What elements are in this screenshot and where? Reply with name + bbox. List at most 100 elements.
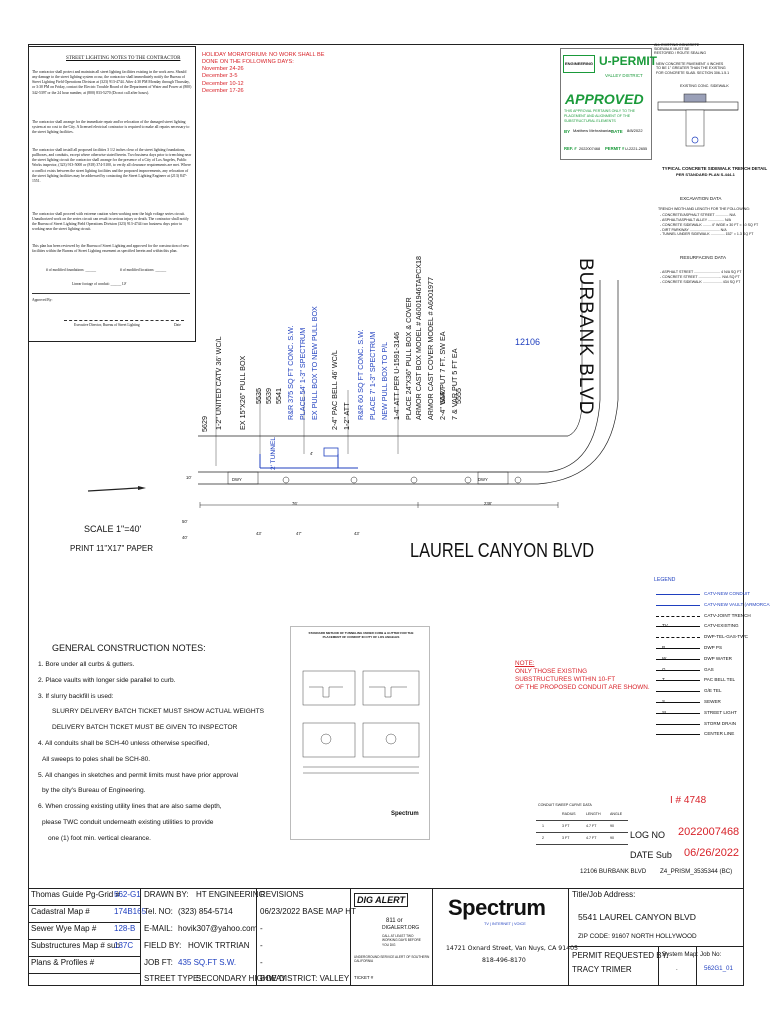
email-value: hovik307@yahoo.com bbox=[178, 924, 258, 933]
title-block-vrule bbox=[696, 946, 697, 986]
curve-table-rule bbox=[536, 820, 628, 821]
plan-callout: NEW PULL BOX TO P/L bbox=[380, 341, 389, 420]
construction-notes-title: GENERAL CONSTRUCTION NOTES: bbox=[52, 643, 206, 653]
approved-by-label: Approved By: bbox=[32, 298, 53, 302]
title-block-vrule bbox=[140, 888, 141, 986]
ref-value: 2022007468 bbox=[579, 147, 601, 151]
title-block-vrule bbox=[658, 946, 659, 986]
street-type-value: SECONDARY HIGHWAY bbox=[196, 974, 286, 983]
legend-label: PAC BELL TEL bbox=[704, 677, 736, 683]
field-by-label: FIELD BY: bbox=[144, 941, 182, 950]
legend-label: CATV-NEW VAULT (ARMORCAST) bbox=[704, 601, 770, 607]
date-value: 8/8/2022 bbox=[627, 128, 643, 133]
existing-sidewalk-label: EXISTING CONC. SIDEWALK bbox=[680, 84, 729, 88]
title-block-top-rule bbox=[28, 888, 744, 889]
dim-4: 4' bbox=[310, 451, 314, 456]
permit-requested-label: PERMIT REQUESTED BY: bbox=[572, 951, 669, 960]
plan-callout: ARMOR CAST BOX MODEL # A6001946TAPCX18 bbox=[414, 255, 423, 420]
title-block-hrule bbox=[28, 905, 140, 906]
dim-76: 76' bbox=[292, 501, 298, 506]
legend-label: CATV-NEW CONDUIT bbox=[704, 591, 751, 596]
sheet-border bbox=[28, 44, 744, 986]
title-job-label: Title/Job Address: bbox=[572, 890, 636, 899]
permit-value: U-2221-2655 bbox=[625, 147, 648, 151]
job-ft-value: 435 SQ.FT S.W. bbox=[178, 958, 237, 967]
i-number: I # 4748 bbox=[670, 795, 707, 806]
notes-paragraph: The contractor shall proceed with extrem… bbox=[32, 212, 189, 232]
construction-note: one (1) foot min. vertical clearance. bbox=[48, 834, 151, 842]
dim-10: 10' bbox=[186, 475, 192, 480]
tunnel-detail-drawing bbox=[302, 670, 420, 774]
ticket-label: TICKET # bbox=[354, 975, 374, 980]
dim-40: 40' bbox=[182, 535, 188, 540]
notes-paragraph: This plan has been reviewed by the Burea… bbox=[32, 244, 189, 254]
job-no-label: Job No: bbox=[700, 951, 722, 958]
job-ft-label: JOB FT: bbox=[144, 958, 173, 967]
revision-row: - bbox=[260, 924, 263, 933]
construction-note: by the city's Bureau of Engineering. bbox=[42, 787, 146, 795]
curve-table-cell: 3 FT bbox=[562, 824, 570, 828]
email-label: E-MAIL: bbox=[144, 924, 173, 933]
legend-line bbox=[656, 669, 700, 671]
construction-note: please TWC conduit underneath existing u… bbox=[42, 819, 214, 826]
notes-paragraph: The contractor shall install all propose… bbox=[32, 148, 192, 183]
date-sub-label: DATE Sub bbox=[630, 850, 672, 860]
dim-43: 43' bbox=[256, 531, 262, 536]
legend-symbol: T bbox=[662, 677, 665, 683]
legend-line bbox=[656, 604, 700, 606]
spectrum-address: 14721 Oxnard Street, Van Nuys, CA 91405 bbox=[446, 945, 578, 952]
title-block-hrule bbox=[568, 946, 744, 947]
signature-line bbox=[64, 320, 184, 321]
job-no-value: 562G1_01 bbox=[704, 965, 733, 972]
system-map-label: System Map: bbox=[662, 951, 699, 958]
trench-detail-subtitle: PER STANDARD PLAN S-444-1 bbox=[676, 172, 735, 177]
legend-symbol: P bbox=[662, 645, 666, 650]
title-block-label: Sewer Wye Map # bbox=[31, 924, 97, 933]
scale-label: SCALE 1"=40' bbox=[84, 524, 142, 534]
plan-callout: EX PULL BOX TO NEW PULL BOX bbox=[310, 306, 319, 420]
plan-callout: R&R 60 SQ FT CONC. S.W. bbox=[356, 329, 365, 420]
legend-label: STORM DRAIN bbox=[704, 720, 737, 726]
revisions-title: REVISIONS bbox=[260, 890, 304, 899]
plan-callout: 7 & VAR PUT 5 FT EA bbox=[450, 348, 459, 421]
legend-label: STREET LIGHT bbox=[704, 709, 737, 715]
title-block-vrule bbox=[568, 888, 569, 986]
spectrum-mini-logo: Spectrum bbox=[391, 811, 419, 817]
foundations-field: # of modified foundations: ______ bbox=[46, 268, 97, 272]
drawn-by-label: DRAWN BY: bbox=[144, 890, 189, 899]
revision-row: 06/23/2022 BASE MAP HT bbox=[260, 907, 356, 916]
approved-title: APPROVED bbox=[565, 91, 644, 107]
construction-note: 3. If slurry backfill is used: bbox=[38, 692, 114, 700]
notes-border bbox=[28, 46, 196, 342]
boe-district: BOE DISTRICT: VALLEY bbox=[260, 974, 350, 983]
date-label: Date bbox=[174, 323, 181, 327]
notes-paragraph: The contractor shall arrange for the imm… bbox=[32, 120, 190, 135]
dim-50: 50' bbox=[182, 519, 188, 524]
construction-note: 4. All conduits shall be SCH-40 unless o… bbox=[38, 740, 210, 747]
date-sub-value: 06/26/2022 bbox=[684, 847, 740, 859]
dim-238: 238' bbox=[484, 501, 492, 506]
conduit-field: Linear footage of conduit: ______ LF bbox=[72, 282, 127, 286]
title-block-vrule bbox=[350, 888, 351, 986]
plan-callout: PLACE 54' 1-3" SPECTRUM bbox=[298, 327, 307, 420]
revision-row: - bbox=[260, 958, 263, 967]
address-number: 12106 bbox=[515, 337, 541, 347]
plan-callout: R&R 375 SQ FT CONC. S.W. bbox=[286, 325, 295, 420]
legend-title: LEGEND bbox=[654, 577, 676, 583]
tel-label: Tel. NO: bbox=[144, 907, 173, 916]
title-block-hrule bbox=[28, 956, 140, 957]
curve-table-cell: 4.7 FT bbox=[586, 836, 597, 840]
revision-row: - bbox=[260, 941, 263, 950]
site-address: 12106 BURBANK BLVD bbox=[580, 868, 647, 875]
permit-requested-value: TRACY TRIMER bbox=[572, 965, 632, 974]
legend-line bbox=[656, 702, 700, 703]
street-lighting-notes-title: STREET LIGHTING NOTES TO THE CONTRACTOR bbox=[66, 56, 181, 61]
resurfacing-rows: - ASPHALT STREET .......................… bbox=[660, 270, 742, 284]
construction-note: All sweeps to poles shall be SCH-80. bbox=[42, 755, 151, 763]
curve-table-cell: 1 bbox=[542, 824, 544, 828]
site-plan bbox=[87, 280, 619, 508]
dig-site: DIGALERT.ORG bbox=[382, 925, 420, 931]
plan-callout: 5541 bbox=[274, 388, 283, 404]
construction-note: 5. All changes in sketches and permit li… bbox=[38, 771, 239, 779]
